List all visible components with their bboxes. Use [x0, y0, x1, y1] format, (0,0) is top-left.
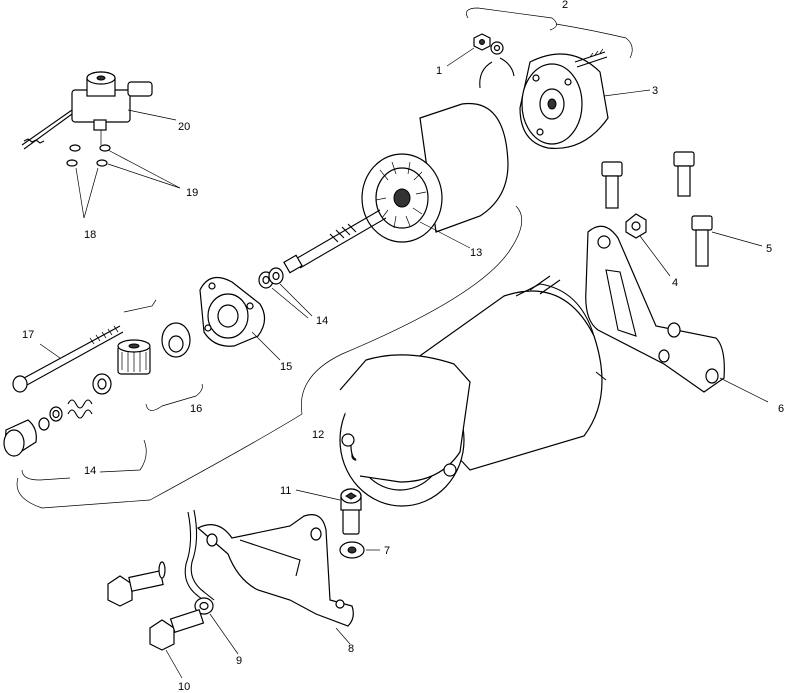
callout-2: 2	[562, 0, 568, 11]
callout-14b: 14	[84, 465, 96, 477]
callout-6: 6	[778, 403, 784, 415]
part-7-washer	[339, 541, 365, 559]
group-17-bracket	[123, 299, 157, 313]
callout-13: 13	[470, 247, 482, 259]
part-14-washers	[258, 267, 284, 289]
callout-18: 18	[84, 229, 96, 241]
callout-9: 9	[236, 655, 242, 667]
callout-11: 11	[280, 485, 291, 497]
callout-20: 20	[178, 121, 190, 133]
part-13-armature	[283, 102, 509, 274]
callout-15: 15	[280, 361, 292, 373]
group-14-bracket	[21, 439, 147, 481]
part-5-bolts	[601, 151, 713, 267]
group-16-bracket	[145, 383, 203, 411]
callout-3: 3	[652, 85, 658, 97]
starter-motor-body	[339, 275, 607, 507]
callout-14a: 14	[316, 315, 328, 327]
part-8-lower-bracket	[196, 514, 354, 627]
group-12-bracket	[16, 205, 523, 509]
callout-8: 8	[348, 643, 354, 655]
part-15-end-plate	[161, 276, 266, 358]
group-2-bracket	[466, 7, 633, 59]
part-1-nut-washer	[473, 33, 515, 89]
callout-16: 16	[190, 403, 202, 415]
part-20-solenoid	[21, 71, 153, 150]
part-10-bolts	[107, 561, 205, 651]
part-4-nut	[625, 213, 647, 239]
part-6-bracket	[585, 225, 725, 393]
callout-10: 10	[178, 681, 190, 693]
callout-5: 5	[766, 243, 772, 255]
callout-17: 17	[22, 329, 34, 341]
part-17-through-bolt	[12, 325, 124, 393]
leader-lines	[39, 47, 769, 679]
callout-7: 7	[384, 545, 390, 557]
callout-4: 4	[672, 277, 678, 289]
callout-12: 12	[312, 429, 324, 441]
part-14-sleeve-group	[3, 373, 112, 457]
part-16-pinion	[117, 339, 151, 375]
callout-1: 1	[436, 65, 442, 77]
part-3-end-cap	[519, 48, 609, 150]
part-11-cap-screw	[340, 488, 362, 535]
callout-19: 19	[186, 187, 198, 199]
callout-labels: 1 2 3 4 5 6 7 8 9 10 11 12 13 14 14 15 1…	[22, 0, 784, 693]
part-19-washers	[66, 144, 111, 167]
